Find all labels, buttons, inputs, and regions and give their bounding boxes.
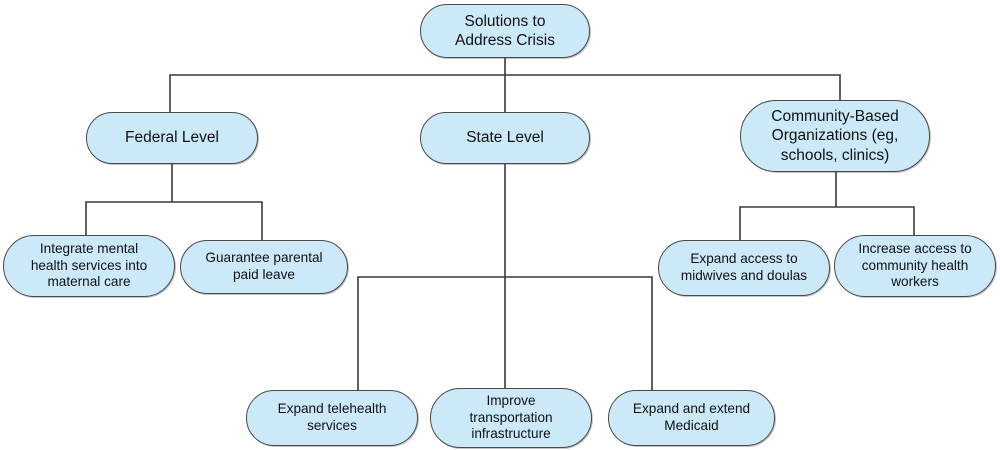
node-label: Improve transportation infrastructure bbox=[469, 392, 553, 442]
node-state-level[interactable]: State Level bbox=[420, 112, 590, 164]
node-label: Expand telehealth services bbox=[277, 401, 387, 433]
node-improve-transportation-infrastructure[interactable]: Improve transportation infrastructure bbox=[430, 388, 592, 448]
node-increase-access-community-health-workers[interactable]: Increase access to community health work… bbox=[834, 235, 996, 297]
node-guarantee-parental-paid-leave[interactable]: Guarantee parental paid leave bbox=[180, 240, 348, 294]
node-label: Expand and extend Medicaid bbox=[632, 401, 751, 433]
node-label: Federal Level bbox=[125, 129, 219, 147]
node-label: Guarantee parental paid leave bbox=[205, 250, 323, 282]
node-expand-telehealth-services[interactable]: Expand telehealth services bbox=[246, 390, 418, 446]
edge-community-bus bbox=[739, 171, 915, 241]
edge-federal-bus bbox=[85, 163, 263, 241]
node-label: Solutions to Address Crisis bbox=[455, 12, 555, 49]
edge-state-bus bbox=[357, 163, 653, 391]
node-solutions-to-address-crisis[interactable]: Solutions to Address Crisis bbox=[420, 4, 590, 58]
node-expand-and-extend-medicaid[interactable]: Expand and extend Medicaid bbox=[608, 390, 775, 446]
node-label: Integrate mental health services into ma… bbox=[30, 240, 148, 290]
node-label: Increase access to community health work… bbox=[858, 240, 972, 290]
node-expand-access-midwives-doulas[interactable]: Expand access to midwives and doulas bbox=[658, 240, 830, 296]
node-federal-level[interactable]: Federal Level bbox=[86, 112, 258, 164]
node-community-based-organizations[interactable]: Community-Based Organizations (eg, schoo… bbox=[740, 100, 930, 172]
node-label: State Level bbox=[466, 129, 544, 147]
node-integrate-mental-health-services[interactable]: Integrate mental health services into ma… bbox=[3, 235, 175, 297]
node-label: Community-Based Organizations (eg, schoo… bbox=[771, 108, 899, 164]
node-label: Expand access to midwives and doulas bbox=[680, 251, 808, 283]
edge-root-bus bbox=[169, 57, 841, 113]
